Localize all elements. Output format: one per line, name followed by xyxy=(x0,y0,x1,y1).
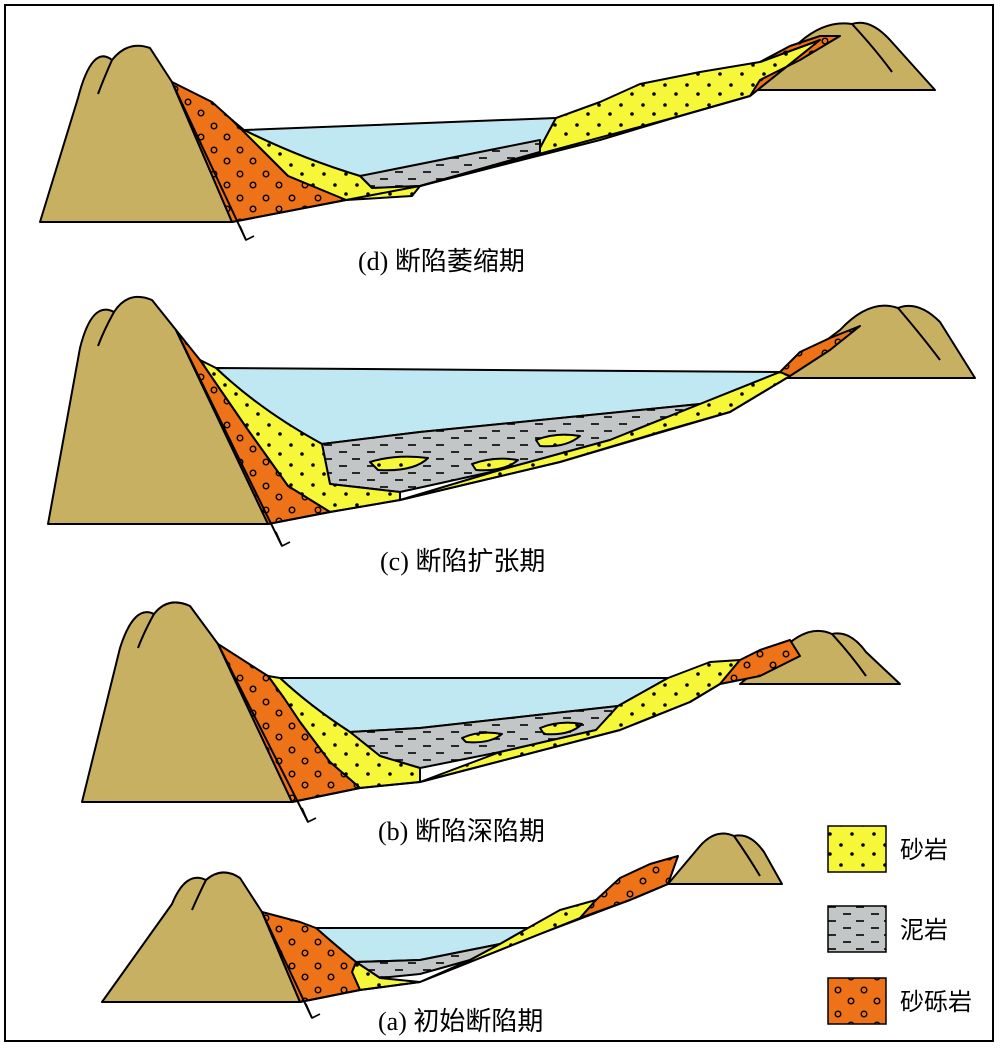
stage-d-boundary-fault xyxy=(171,81,247,241)
stage-b-right-mountain-ridge xyxy=(831,633,867,677)
stage-d-fault-tick xyxy=(239,225,255,241)
legend-label-conglomerate: 砂砾岩 xyxy=(900,988,972,1016)
caption-stage-b: (b) 断陷深陷期 xyxy=(378,817,545,846)
legend-swatch-conglomerate xyxy=(827,977,887,1025)
stage-a-left-mountain xyxy=(101,871,301,1003)
stage-c-cross-section xyxy=(47,296,976,547)
stage-d-cross-section xyxy=(39,21,936,241)
stage-c-basin-floor xyxy=(267,375,791,525)
stage-d-conglomerate-right xyxy=(749,35,841,97)
stage-c-right-mountain xyxy=(775,304,976,379)
stage-c-left-mountain-ridge xyxy=(97,311,115,347)
stage-c-boundary-fault xyxy=(175,329,283,547)
stage-d-right-mountain-ridge xyxy=(851,23,893,73)
legend-label-sandstone: 砂岩 xyxy=(900,836,948,864)
stage-d-left-mountain xyxy=(39,44,233,223)
figure-frame xyxy=(4,4,994,1042)
stage-c-right-mountain-ridge xyxy=(897,307,941,361)
stage-a-cross-section xyxy=(101,832,783,1019)
stage-c-left-mountain xyxy=(47,296,269,525)
caption-stage-c: (c) 断陷扩张期 xyxy=(380,547,545,576)
stage-a-right-mountain xyxy=(667,832,783,885)
legend-label-mudstone: 泥岩 xyxy=(900,916,948,944)
legend: 砂岩 泥岩 砂砾岩 xyxy=(827,825,972,1025)
stage-a-boundary-fault xyxy=(261,911,313,1019)
stage-a-right-mountain-ridge xyxy=(733,835,761,877)
stage-b-left-mountain xyxy=(81,601,293,803)
stage-b-boundary-fault xyxy=(217,643,309,823)
legend-swatch-sandstone xyxy=(827,825,887,873)
stage-b-sand-lens-2 xyxy=(539,721,583,736)
stage-c-sand-lens-3 xyxy=(535,433,581,448)
stage-d-sandstone-left xyxy=(231,119,421,201)
stage-b-basin-floor xyxy=(291,683,721,803)
stage-d-basin-floor xyxy=(231,95,751,223)
stage-c-sand-lens-2 xyxy=(471,457,519,472)
stage-b-left-mountain-ridge xyxy=(137,613,155,649)
stage-b-cross-section xyxy=(81,601,901,823)
stage-c-sand-lens-1 xyxy=(369,455,429,472)
caption-stage-d: (d) 断陷萎缩期 xyxy=(358,247,525,276)
stage-c-fault-tick xyxy=(275,531,291,547)
stage-a-conglomerate-left xyxy=(261,911,361,1003)
stage-a-left-mountain-ridge xyxy=(191,879,207,911)
stage-b-fault-tick xyxy=(301,807,317,823)
legend-swatch-mudstone xyxy=(827,905,887,953)
stage-a-fault-tick xyxy=(305,1003,321,1019)
stage-b-sand-lens-1 xyxy=(461,731,503,744)
caption-stage-a: (a) 初始断陷期 xyxy=(378,1007,543,1036)
stage-d-left-mountain-ridge xyxy=(97,59,113,95)
stage-a-basin-floor xyxy=(299,883,669,1003)
